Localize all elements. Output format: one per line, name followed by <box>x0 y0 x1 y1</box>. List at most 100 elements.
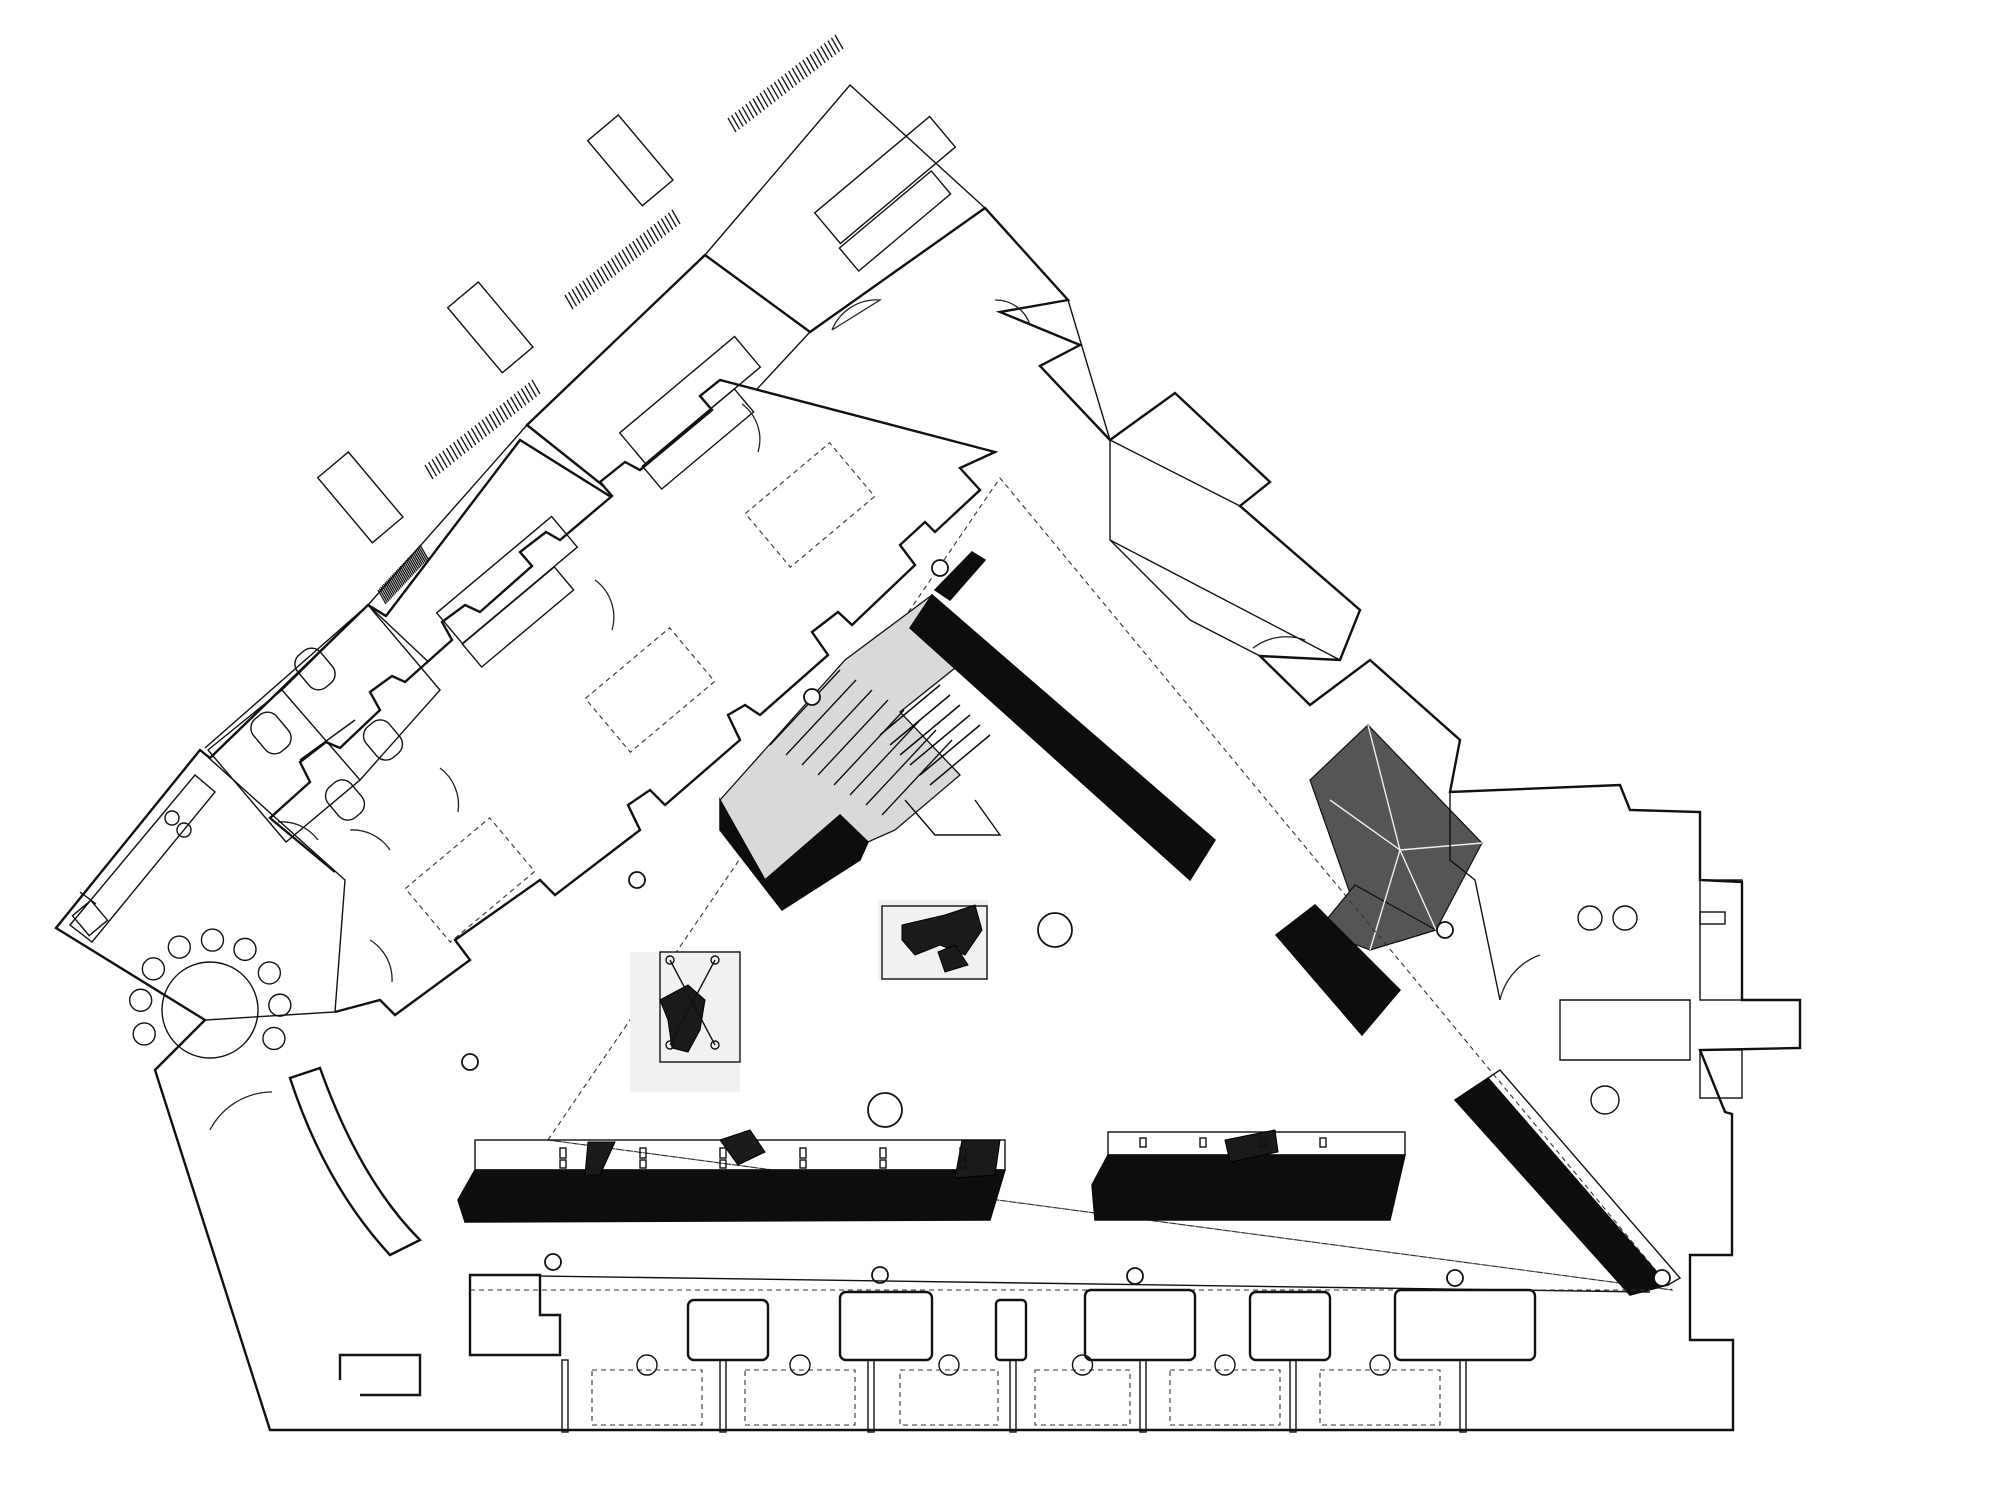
column-icon <box>1590 1085 1620 1115</box>
closet-hatch <box>449 444 459 460</box>
closet-hatch <box>639 235 649 250</box>
toilet-icon <box>324 779 366 821</box>
closet-hatch <box>646 229 656 245</box>
closet-hatch <box>409 555 419 570</box>
stair-tread <box>849 719 921 796</box>
closet-hatch <box>394 571 404 587</box>
closet-hatch <box>380 586 390 602</box>
stair-tread <box>879 684 941 736</box>
stair-tread <box>801 689 873 766</box>
closet-hatch <box>575 286 585 301</box>
closet-hatch <box>418 546 428 561</box>
partition-fin <box>1009 1359 1017 1433</box>
closet-hatch <box>495 408 505 423</box>
dining-chair <box>167 935 192 959</box>
column-icon <box>1037 912 1073 948</box>
stair-tread <box>919 724 981 776</box>
column-icon <box>1653 1269 1671 1287</box>
display-marker <box>879 1147 887 1159</box>
dining-chair <box>128 988 153 1012</box>
closet-hatch <box>816 48 826 64</box>
display-marker <box>639 1147 647 1159</box>
closet-hatch <box>617 252 628 267</box>
closet-hatch <box>823 42 833 58</box>
closet-hatch <box>748 101 758 116</box>
closet-hatch <box>664 215 674 230</box>
kitchen-dining <box>55 748 346 1131</box>
closet-hatch <box>398 567 408 582</box>
artwork-icon <box>901 904 983 973</box>
display-marker <box>1259 1137 1267 1148</box>
column-icon <box>1369 1354 1391 1376</box>
closet-hatch <box>513 393 523 409</box>
closet-hatch <box>385 580 395 596</box>
closet-hatch <box>499 405 509 420</box>
partition-fin <box>719 1359 727 1433</box>
closet-hatch <box>415 549 425 564</box>
stair-treads <box>769 669 991 816</box>
closet-hatch <box>614 255 624 270</box>
closet-hatch <box>395 570 405 585</box>
stair-tread <box>889 694 951 746</box>
closet-hatch <box>456 439 466 454</box>
column-icon <box>461 1053 479 1071</box>
display-marker <box>1319 1159 1327 1169</box>
closet-hatch <box>809 54 819 69</box>
closet-hatch <box>827 40 837 55</box>
dining-chairs <box>128 928 292 1051</box>
closet-hatch <box>763 90 773 105</box>
column-icon <box>628 871 646 889</box>
partition-fin <box>867 1359 875 1433</box>
closet-hatch <box>412 552 422 567</box>
closet-hatch <box>755 95 766 111</box>
display-markers <box>559 1137 1327 1169</box>
stove-icon <box>164 810 192 838</box>
closet-hatch <box>377 589 387 605</box>
partition-fin <box>1459 1359 1467 1433</box>
closet-hatch <box>568 291 578 307</box>
column-icon <box>871 1266 889 1284</box>
bedroom-wing <box>204 83 999 1017</box>
closet-hatch <box>582 280 592 296</box>
closet-hatch <box>506 399 516 415</box>
closet-hatch <box>585 277 595 293</box>
closet-hatch <box>438 453 448 468</box>
display-marker <box>879 1159 887 1169</box>
closet-hatch <box>731 114 741 130</box>
column-icon <box>1126 1267 1144 1285</box>
closet-hatch <box>408 556 418 572</box>
stair-tread <box>769 669 841 746</box>
display-marker <box>559 1147 567 1159</box>
closet-hatch <box>524 385 534 400</box>
closet-hatch <box>745 103 755 119</box>
display-marker <box>719 1159 727 1169</box>
display-marker <box>1139 1159 1147 1169</box>
closet-hatch <box>392 573 402 588</box>
closet-hatch <box>671 209 681 225</box>
closet-hatch <box>387 579 397 594</box>
stair-tread <box>785 679 857 756</box>
closet-hatch <box>527 382 537 398</box>
closet-hatch <box>635 238 645 253</box>
closet-hatch <box>419 544 429 560</box>
closet-hatch <box>653 223 663 239</box>
toilet-icon <box>362 719 404 761</box>
column-icon <box>1071 1354 1094 1376</box>
closet-hatch <box>405 559 415 575</box>
storage-bay <box>899 1369 999 1426</box>
stair-tread <box>929 734 991 786</box>
stair-tread <box>899 704 961 756</box>
closet-hatch <box>401 564 411 579</box>
closet-hatch <box>632 240 642 256</box>
outer-wall <box>54 206 1802 1432</box>
column-icon <box>544 1253 562 1271</box>
closet-hatch <box>784 73 794 89</box>
storage-bay <box>1319 1369 1441 1426</box>
closet-hatch <box>564 294 574 310</box>
north-east-wing <box>994 299 1341 661</box>
closet-hatch <box>770 84 780 100</box>
display-marker <box>1319 1137 1327 1148</box>
column-icon <box>1436 921 1454 939</box>
column-icon <box>1214 1354 1236 1376</box>
closet-hatch <box>578 283 588 298</box>
